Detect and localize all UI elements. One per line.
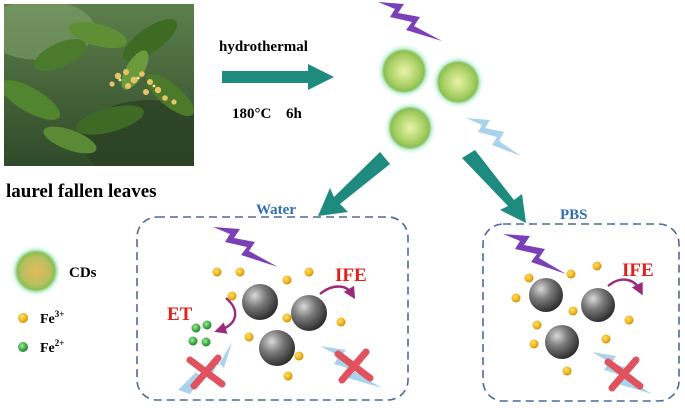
process-duration-label: 6h <box>286 106 303 122</box>
process-temperature-label: 180°C <box>232 106 271 122</box>
teal-arrow-icon <box>462 150 526 223</box>
process-method-label: hydrothermal <box>219 39 308 55</box>
pbs-panel-border <box>482 223 680 402</box>
curved-arrow-icon <box>607 278 643 296</box>
quenched-cd <box>242 284 278 320</box>
legend-cd-marker <box>10 245 62 297</box>
quenched-cd <box>529 278 563 312</box>
teal-arrow-icon <box>318 152 390 216</box>
cross-mark-icon <box>186 354 226 390</box>
cross-mark-icon <box>334 348 374 384</box>
quenched-cd <box>259 330 295 366</box>
legend-fe3-marker <box>18 313 28 323</box>
lightning-bolt-icon <box>178 342 232 394</box>
pbs-ife-label: IFE <box>622 260 654 281</box>
legend-fe2-marker <box>18 342 28 352</box>
lightning-bolt-icon <box>378 2 442 41</box>
quenched-cd <box>581 288 615 322</box>
lightning-bolt-icon <box>503 234 566 274</box>
cd-cluster <box>376 43 485 155</box>
lightning-bolt-icon <box>466 118 521 156</box>
water-panel-border <box>136 216 409 401</box>
curved-arrow-icon <box>319 285 356 300</box>
water-panel: Water IFE ET <box>136 202 409 401</box>
quenched-cd <box>291 295 327 331</box>
legend-fe2-label: Fe2+ <box>40 338 64 356</box>
fe3-ions <box>212 267 346 381</box>
photo-caption: laurel fallen leaves <box>6 181 157 202</box>
pbs-panel: PBS IFE <box>482 207 680 402</box>
lightning-bolt-icon <box>213 227 278 267</box>
legend-cds-label: CDs <box>69 265 97 281</box>
laurel-photo <box>4 4 194 166</box>
curved-arrow-icon <box>214 297 237 334</box>
cross-mark-icon <box>604 356 644 392</box>
water-et-label: ET <box>167 304 193 325</box>
teal-arrow-icon <box>222 64 334 90</box>
fe2-ions <box>188 320 212 347</box>
quenched-cd <box>545 325 579 359</box>
legend-fe3-label: Fe3+ <box>40 309 64 327</box>
water-panel-title: Water <box>256 202 296 218</box>
legend: CDs Fe3+ Fe2+ <box>10 245 97 356</box>
water-ife-label: IFE <box>335 265 367 286</box>
pbs-panel-title: PBS <box>560 207 588 223</box>
fe3-ions <box>511 261 634 376</box>
